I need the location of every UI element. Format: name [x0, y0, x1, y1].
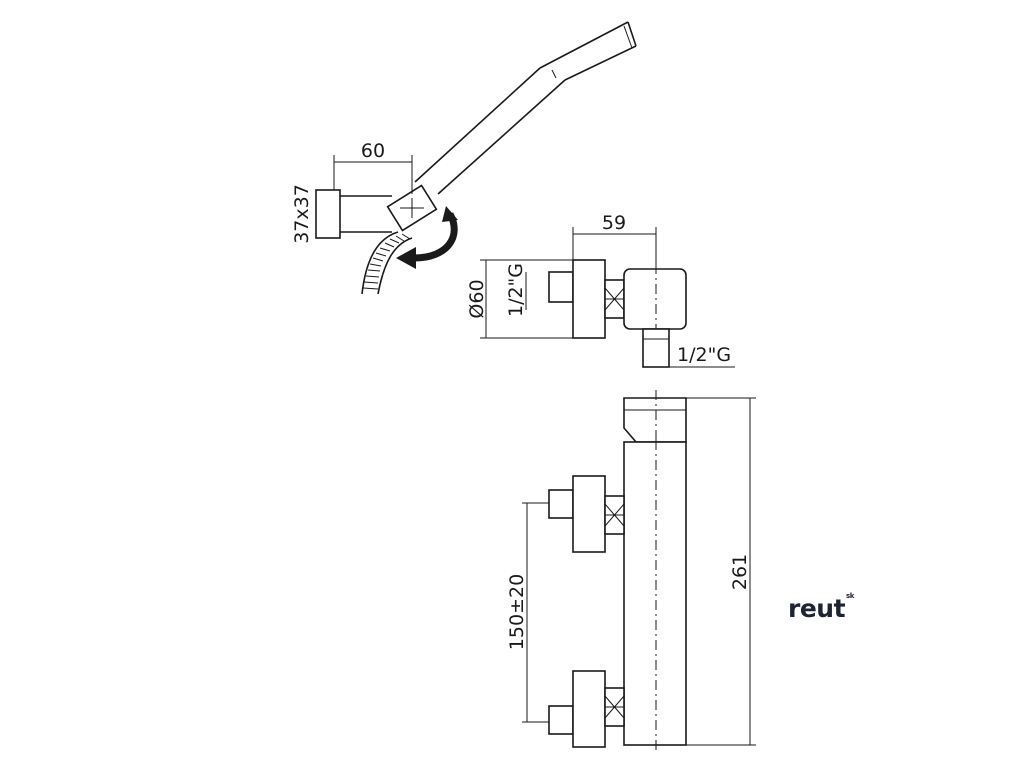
dimension-body-length: 261: [729, 554, 751, 590]
mixer-body-top: [623, 268, 687, 330]
wall-bracket: [315, 189, 341, 239]
dimension-inlet-spacing: 150±20: [506, 574, 528, 650]
outlet-nipple: [642, 328, 670, 368]
inlet-thread-top-label: 1/2"G: [505, 263, 527, 317]
upper-inlet: [548, 475, 625, 553]
dimension-holder-width: 60: [361, 140, 385, 162]
brand-logo: reutsk: [788, 592, 854, 623]
dimension-body-depth: 59: [602, 212, 626, 234]
lower-eccentric-block: [572, 670, 606, 748]
inlet-nipple-top: [548, 271, 574, 303]
upper-eccentric-block: [572, 475, 606, 553]
upper-inlet-nipple: [548, 489, 574, 519]
lower-inlet-nipple: [548, 705, 574, 735]
mixer-body: [623, 441, 687, 746]
outlet-thread-label: 1/2"G: [677, 344, 731, 366]
eccentric-block-top: [572, 259, 606, 339]
hand-shower-handle: [414, 21, 637, 195]
brand-suffix: sk: [846, 591, 854, 600]
hose: [361, 231, 399, 295]
lower-inlet: [548, 670, 625, 748]
mixer-top-view: 59 Ø60 1/2"G 1/2"G: [466, 212, 735, 368]
mixer-front-view: 261 150±20: [506, 390, 756, 750]
dimension-holder-section: 37x37: [291, 184, 313, 244]
hand-shower-view: 60 37x37: [291, 21, 637, 295]
dimension-body-diameter: Ø60: [466, 279, 488, 318]
temperature-knob: [623, 397, 687, 443]
brand-name: reut: [788, 594, 846, 623]
